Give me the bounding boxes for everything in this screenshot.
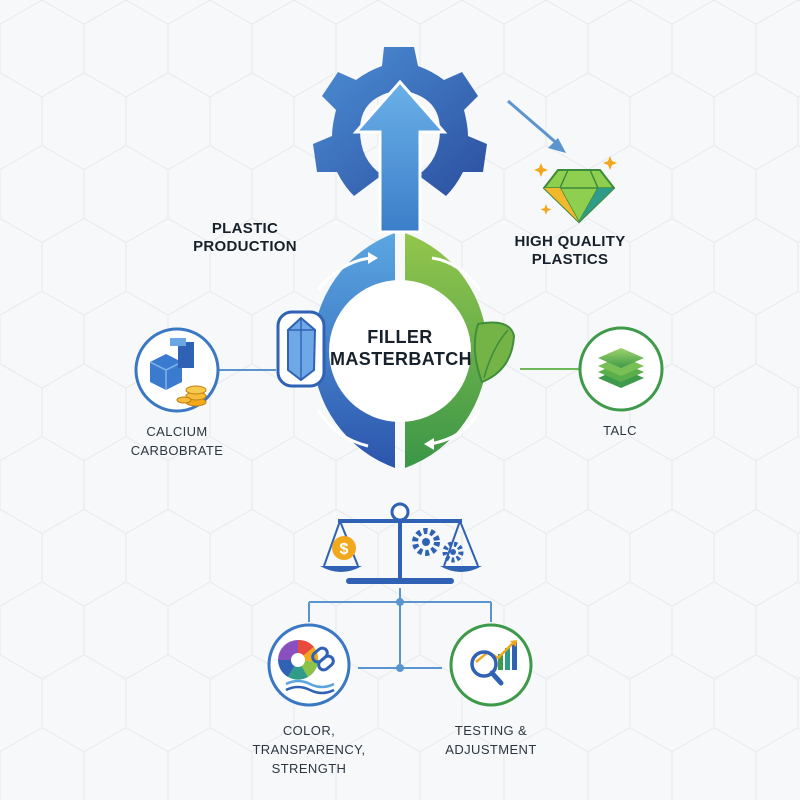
connector-tree bbox=[308, 588, 492, 672]
label-talc: TALC bbox=[603, 423, 637, 438]
label-color-transparency-strength: COLOR, TRANSPARENCY, STRENGTH bbox=[252, 723, 366, 776]
ring-arrow-bottom-left bbox=[316, 409, 369, 448]
svg-text:$: $ bbox=[340, 541, 349, 558]
diamond-icon bbox=[534, 156, 617, 224]
gear-arrow-up-icon bbox=[313, 47, 487, 234]
ring-arrow-top-right bbox=[431, 256, 482, 291]
label-plastic-production: PLASTIC PRODUCTION bbox=[193, 220, 297, 255]
crystal-icon bbox=[276, 310, 326, 388]
calcium-carbonate-node bbox=[134, 327, 276, 413]
magnifier-chart-icon bbox=[470, 640, 517, 686]
label-high-quality-plastics: HIGH QUALITY PLASTICS bbox=[514, 233, 626, 268]
label-calcium-carbonate: CALCIUM CARBOBRATE bbox=[130, 424, 224, 458]
balance-scale-icon: $ bbox=[320, 502, 482, 584]
layered-stack-icon bbox=[598, 348, 644, 388]
color-wheel-link-icon bbox=[278, 639, 335, 695]
blocks-and-coins-icon bbox=[149, 338, 207, 407]
leaf-icon bbox=[473, 321, 516, 384]
ring-arrow-top-left bbox=[316, 256, 371, 291]
arrow-to-diamond bbox=[507, 99, 566, 153]
color-node bbox=[267, 623, 351, 707]
testing-node bbox=[449, 623, 533, 707]
talc-node bbox=[520, 326, 664, 412]
label-testing-adjustment: TESTING & ADJUSTMENT bbox=[445, 723, 537, 757]
ring-arrow-bottom-right bbox=[429, 409, 482, 446]
label-filler-masterbatch: FILLER MASTERBATCH bbox=[330, 327, 473, 369]
central-cycle-ring bbox=[312, 233, 488, 468]
gears-icon bbox=[412, 528, 464, 563]
